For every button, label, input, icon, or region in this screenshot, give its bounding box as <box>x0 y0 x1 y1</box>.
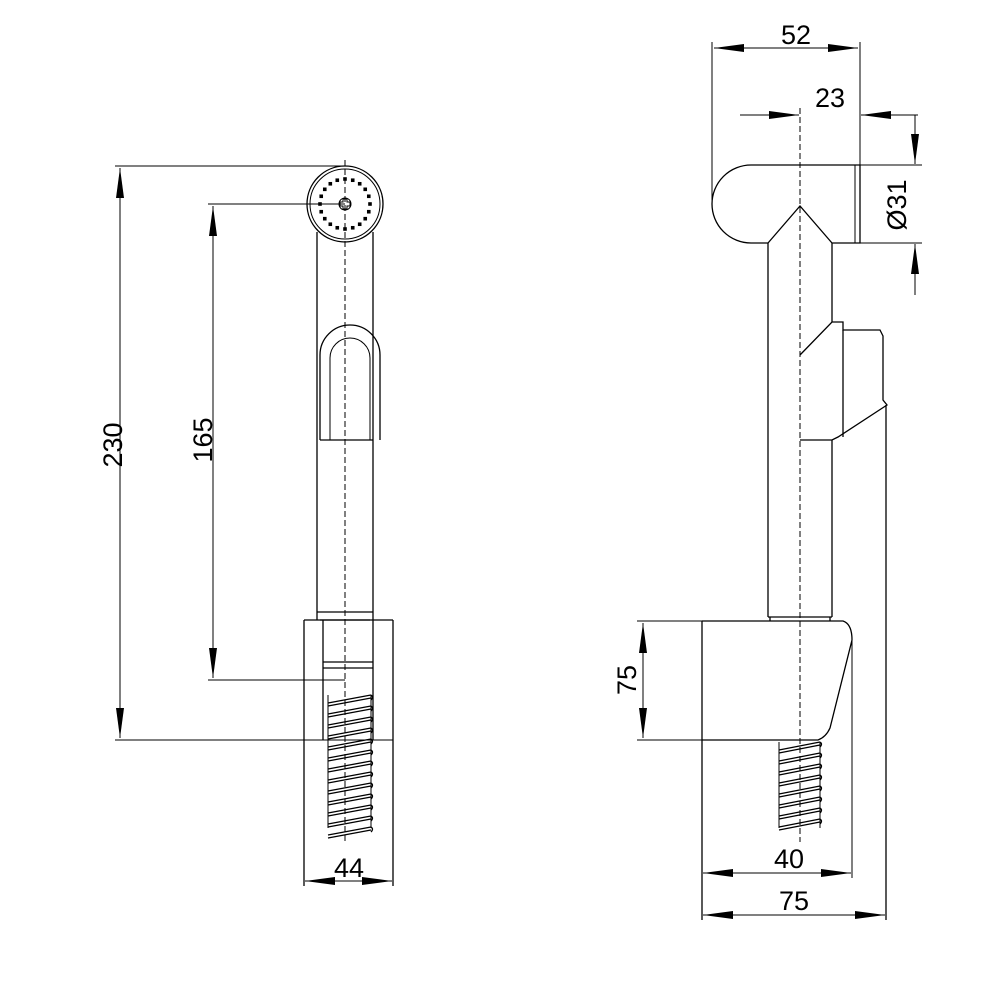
spray-hole <box>368 202 372 206</box>
hose-front <box>327 694 374 839</box>
spray-hole <box>350 178 355 183</box>
spray-hole <box>319 194 324 199</box>
spray-hole <box>335 178 340 183</box>
dim-label-52: 52 <box>781 20 811 50</box>
hose-coil <box>327 771 374 784</box>
spray-hole <box>343 227 347 231</box>
dim-label-75-depth: 75 <box>779 886 809 916</box>
dim-label-diameter-31: Ø31 <box>882 179 912 230</box>
hose-outline <box>778 742 821 828</box>
hose-coil <box>327 705 374 718</box>
front-view: 230 165 44 <box>98 160 394 886</box>
hose-side <box>778 741 823 831</box>
spray-holes <box>318 177 372 231</box>
spray-hole <box>335 225 340 230</box>
dimension-52: 52 <box>711 20 861 200</box>
spray-hole <box>357 181 362 186</box>
spray-head-side <box>711 164 861 244</box>
hose-coil <box>327 760 374 773</box>
spray-hole <box>328 181 333 186</box>
handle-side <box>767 243 888 621</box>
dimension-230: 230 <box>98 165 393 741</box>
dim-label-75-height: 75 <box>612 665 642 695</box>
dim-label-165: 165 <box>188 417 218 462</box>
dim-label-230: 230 <box>98 422 128 467</box>
spray-hole <box>350 225 355 230</box>
spray-hole <box>363 187 368 192</box>
hose-coil <box>327 826 374 839</box>
hose-coil <box>327 727 374 740</box>
hose-coil <box>327 694 374 707</box>
spray-hole <box>357 222 362 227</box>
dim-label-44: 44 <box>334 853 364 883</box>
dimension-diameter-31: Ø31 <box>860 115 922 295</box>
hose-coil <box>327 815 374 828</box>
dimension-23: 23 <box>740 83 918 119</box>
hose-coil <box>327 793 374 806</box>
dimension-40: 40 <box>703 844 851 877</box>
spray-hole <box>322 216 327 221</box>
spray-hole <box>319 209 324 214</box>
dim-label-23: 23 <box>815 83 845 113</box>
hose-outline <box>327 695 372 828</box>
spray-hole <box>366 194 371 199</box>
holder-side <box>701 620 853 920</box>
spray-hole <box>363 216 368 221</box>
dim-label-40: 40 <box>774 844 804 874</box>
dimension-75-height: 75 <box>612 620 702 741</box>
hose-coil <box>327 804 374 817</box>
hose-coil <box>327 716 374 729</box>
spray-hole <box>328 222 333 227</box>
dimension-44: 44 <box>305 853 392 885</box>
spray-hole <box>343 177 347 181</box>
dimension-165: 165 <box>188 203 345 681</box>
hose-coil <box>327 738 374 751</box>
spray-hole <box>366 209 371 214</box>
handle-body-front <box>316 232 381 621</box>
spray-hole <box>322 187 327 192</box>
hose-coil <box>327 749 374 762</box>
hose-coil <box>327 782 374 795</box>
side-view: 52 23 Ø31 75 40 75 <box>612 20 922 920</box>
holder-front <box>303 619 394 886</box>
dimension-75-depth: 75 <box>703 886 885 919</box>
